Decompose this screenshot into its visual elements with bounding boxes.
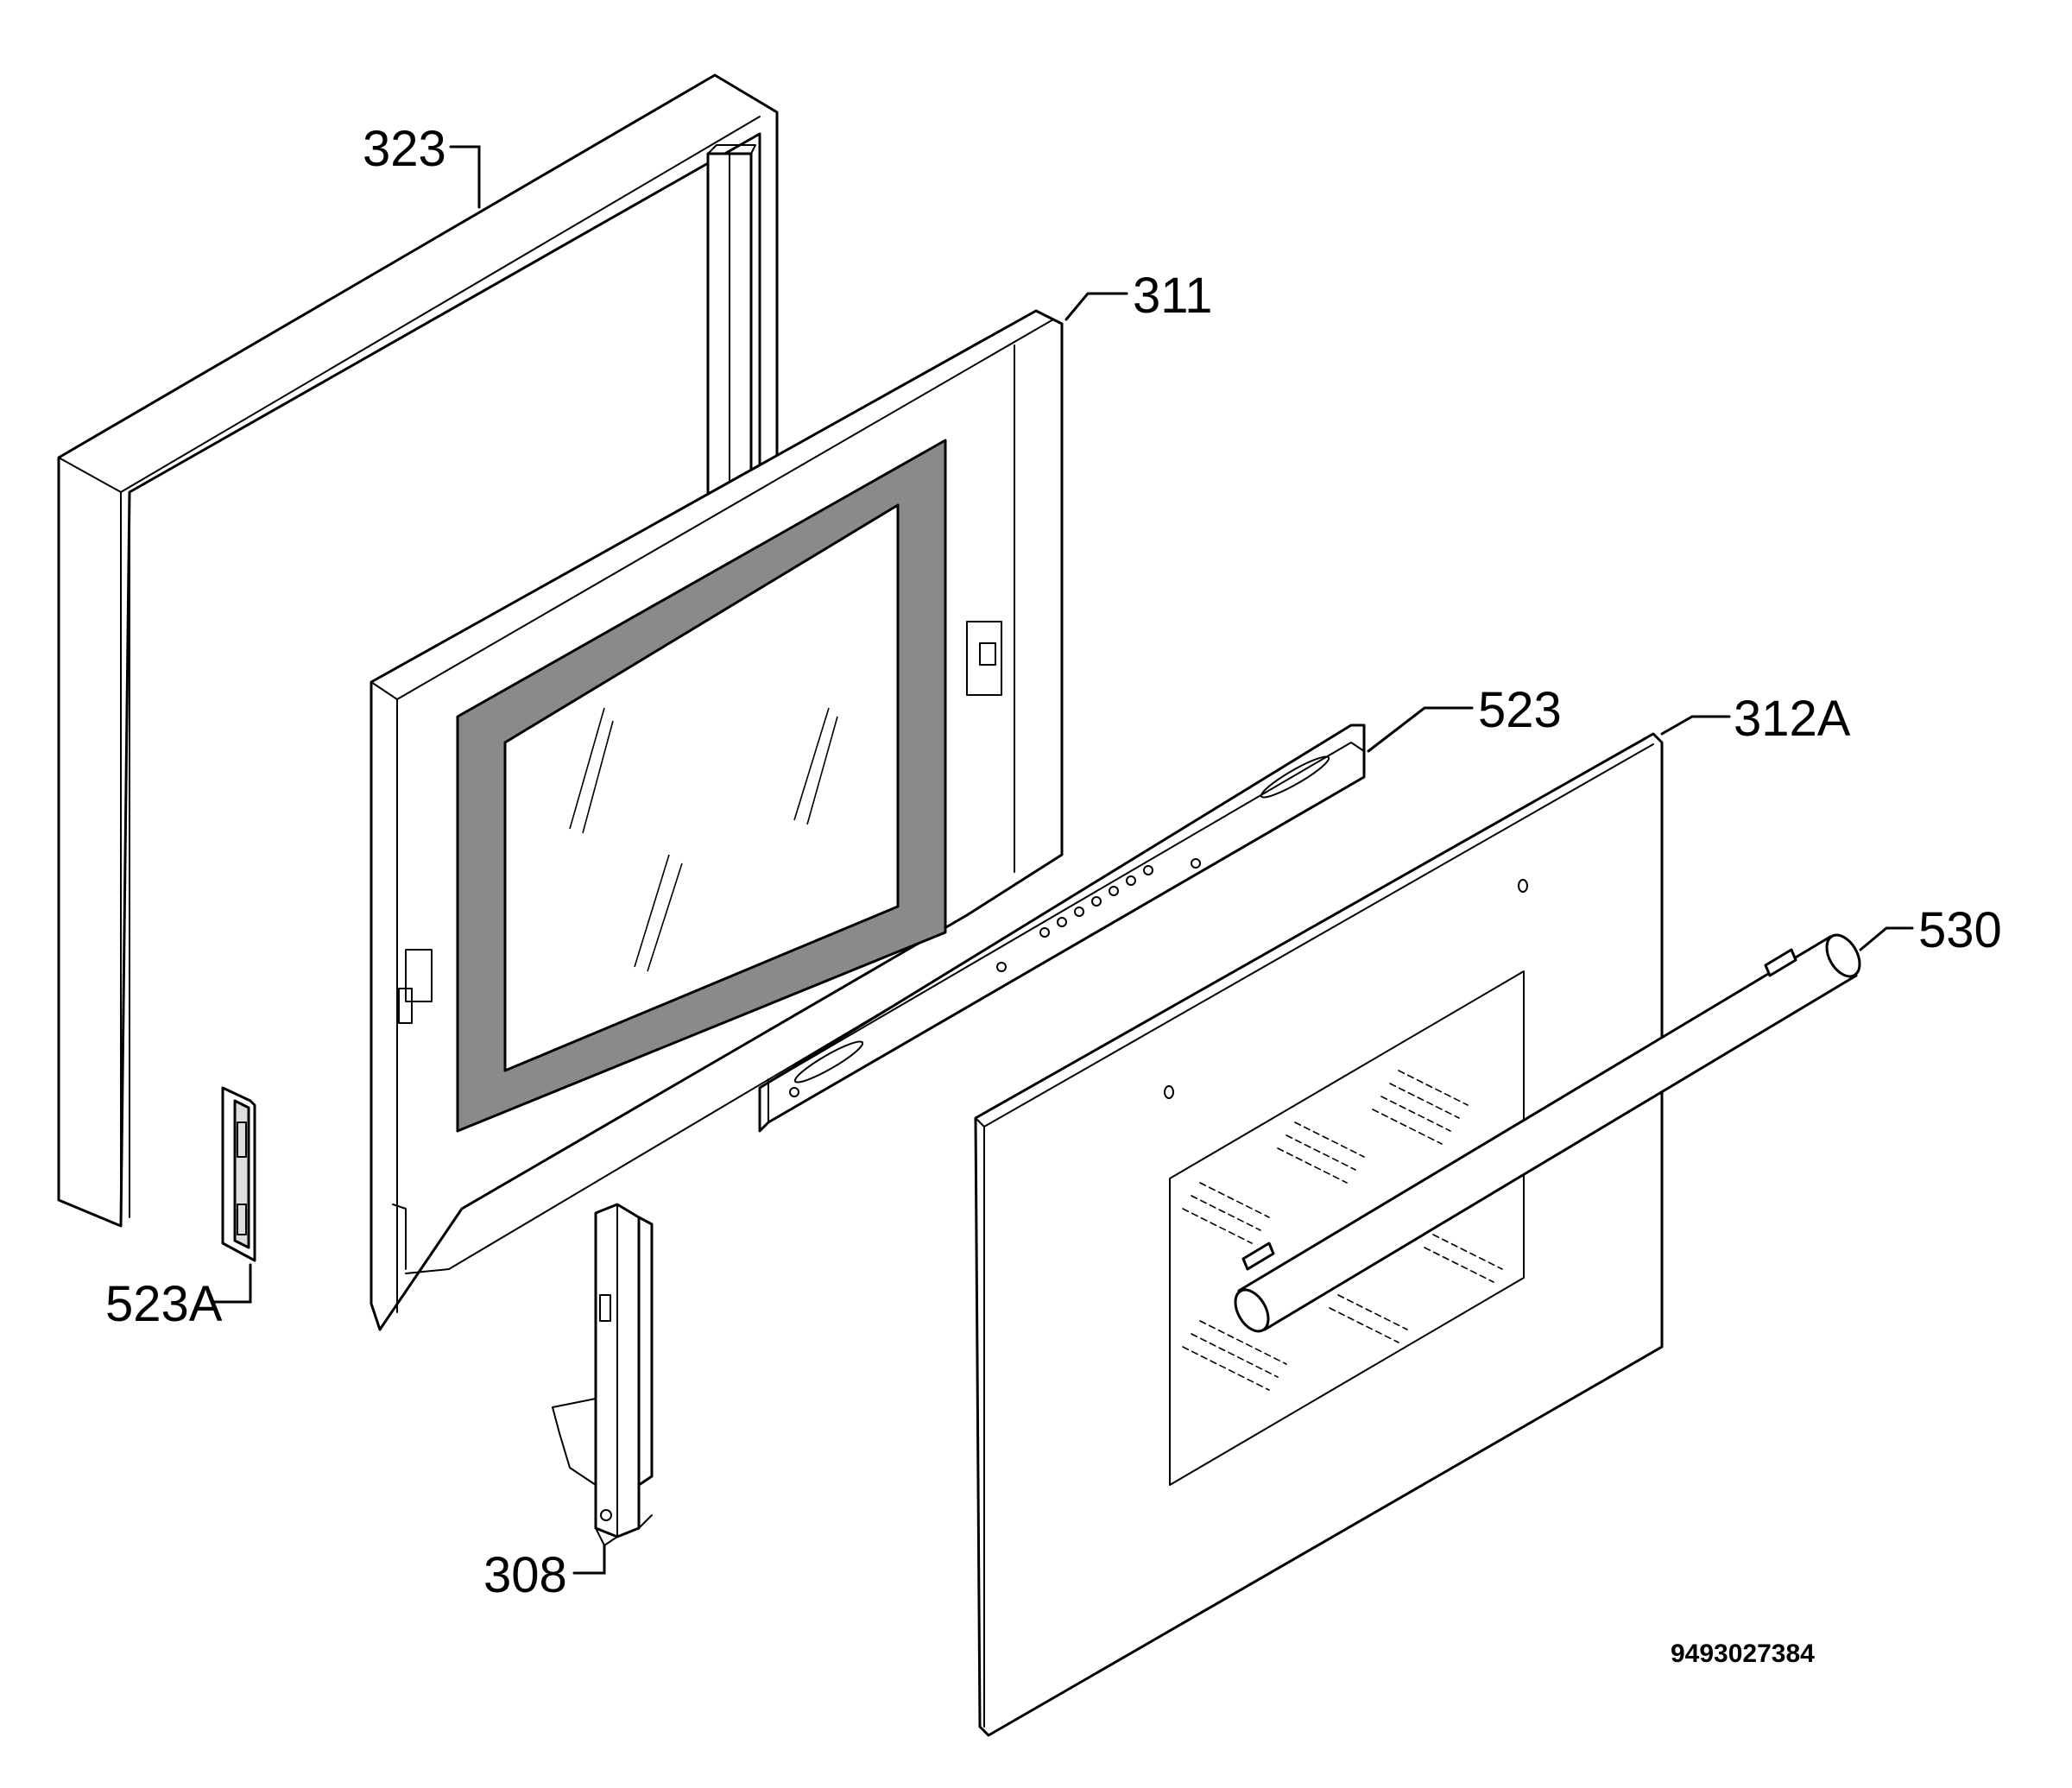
leader-311 <box>1064 292 1128 321</box>
part-312a-outer-glass-door <box>974 732 1664 1737</box>
part-523-door-rail <box>758 723 1366 1133</box>
part-311-inner-panel <box>370 309 1064 1331</box>
callout-523a: 523A <box>105 1276 223 1332</box>
part-530-door-handle <box>1234 933 1861 1333</box>
callout-312a: 312A <box>1734 691 1851 747</box>
callout-530: 530 <box>1918 902 2002 958</box>
callout-523: 523 <box>1478 682 1562 738</box>
leader-523a <box>212 1263 252 1304</box>
leader-312a <box>1660 715 1731 736</box>
callout-311: 311 <box>1133 268 1212 324</box>
callout-323: 323 <box>363 121 446 177</box>
leader-530 <box>1859 926 1914 951</box>
callout-308: 308 <box>483 1547 567 1603</box>
leader-308 <box>572 1544 606 1575</box>
part-523a-hinge-cover <box>221 1086 256 1262</box>
leader-323 <box>449 145 481 209</box>
leader-523 <box>1367 706 1474 753</box>
document-number: 9493027384 <box>1671 1640 1815 1668</box>
part-308-hinge-bracket <box>552 1203 654 1546</box>
glass-hatching <box>1182 1070 1503 1391</box>
